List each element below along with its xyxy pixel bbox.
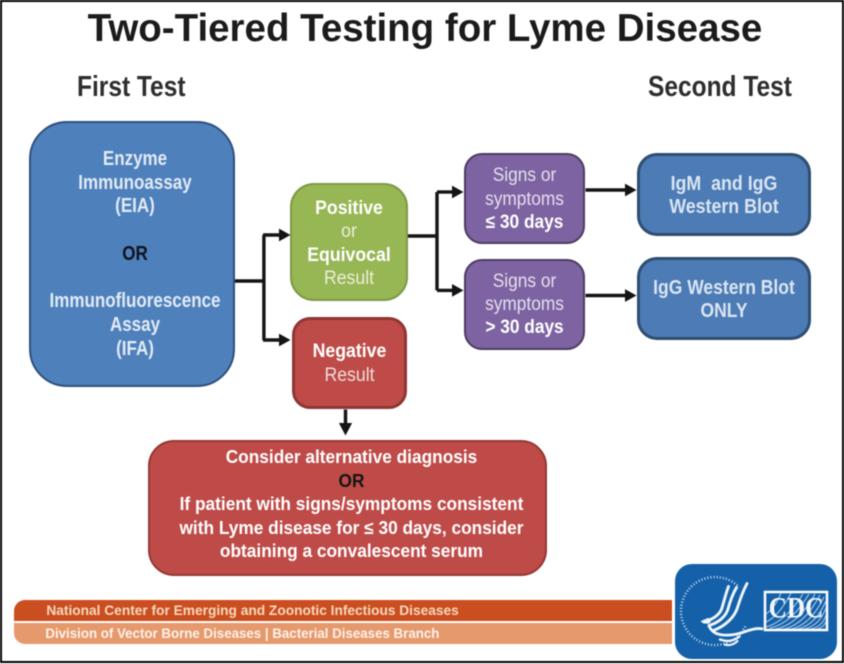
svg-text:CDC: CDC xyxy=(769,590,824,624)
